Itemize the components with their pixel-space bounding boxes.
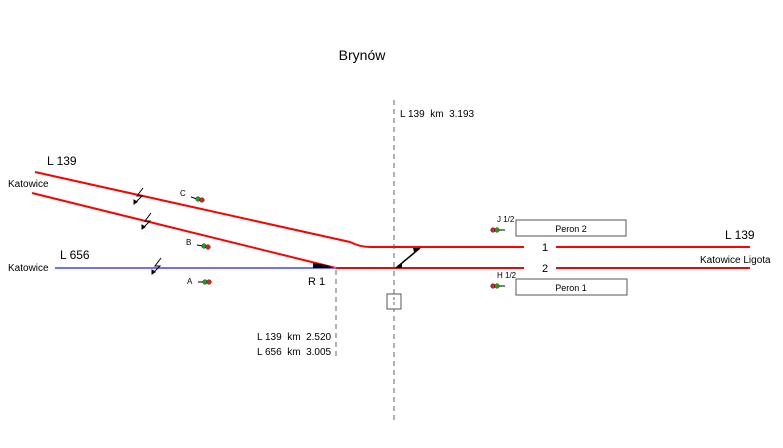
lightning-icon — [151, 257, 162, 275]
equipment-box — [386, 293, 402, 310]
signal-green-light — [494, 227, 500, 233]
destination-katowice-ligota: Katowice Ligota — [700, 255, 771, 266]
platform-1 — [515, 278, 628, 296]
track-1 — [34, 171, 524, 248]
platform-2-label: Peron 2 — [555, 224, 587, 234]
km-label-top: L 139 km 3.193 — [400, 109, 475, 120]
signal-c: C — [180, 189, 205, 203]
lightning-icon — [141, 224, 146, 230]
switch-r1-icon — [313, 263, 334, 268]
line-label-l656: L 656 — [60, 248, 90, 262]
signal-b-label: B — [186, 238, 191, 247]
electrification-icons — [133, 187, 162, 275]
km-label-bottom-2: L 656 km 3.005 — [257, 347, 332, 358]
signal-c-label: C — [180, 189, 186, 198]
signal-red-light — [205, 244, 211, 250]
track-l139-west-2 — [31, 192, 337, 269]
lightning-icon — [151, 269, 156, 275]
signal-red-light — [199, 197, 205, 203]
lightning-icon — [133, 187, 144, 205]
crossover — [395, 247, 421, 269]
crossover-switch-icon — [413, 248, 420, 252]
signal-b: B — [186, 238, 211, 250]
crossover-switch-icon — [396, 263, 402, 268]
signal-h-label: H 1/2 — [497, 271, 517, 280]
line-label-l139-east: L 139 — [725, 228, 755, 242]
switch-label: R 1 — [308, 276, 325, 288]
signal-a-label: A — [187, 277, 193, 286]
destination-katowice-upper: Katowice — [8, 179, 49, 190]
destination-katowice-lower: Katowice — [8, 263, 49, 274]
platform-2 — [515, 219, 627, 237]
track-number-1: 1 — [542, 242, 548, 254]
signal-green-light — [494, 283, 500, 289]
signal-j: J 1/2 — [490, 215, 515, 233]
signal-h: H 1/2 — [490, 271, 517, 289]
station-title: Brynów — [339, 47, 387, 63]
lightning-icon — [133, 199, 138, 205]
lightning-icon — [141, 212, 152, 230]
km-label-bottom-1: L 139 km 2.520 — [257, 332, 332, 343]
line-label-l139-west: L 139 — [47, 154, 77, 168]
signal-red-light — [206, 279, 212, 285]
signal-j-label: J 1/2 — [497, 215, 515, 224]
signal-a: A — [187, 277, 212, 286]
track-number-2: 2 — [542, 263, 548, 275]
platform-1-label: Peron 1 — [555, 283, 587, 293]
